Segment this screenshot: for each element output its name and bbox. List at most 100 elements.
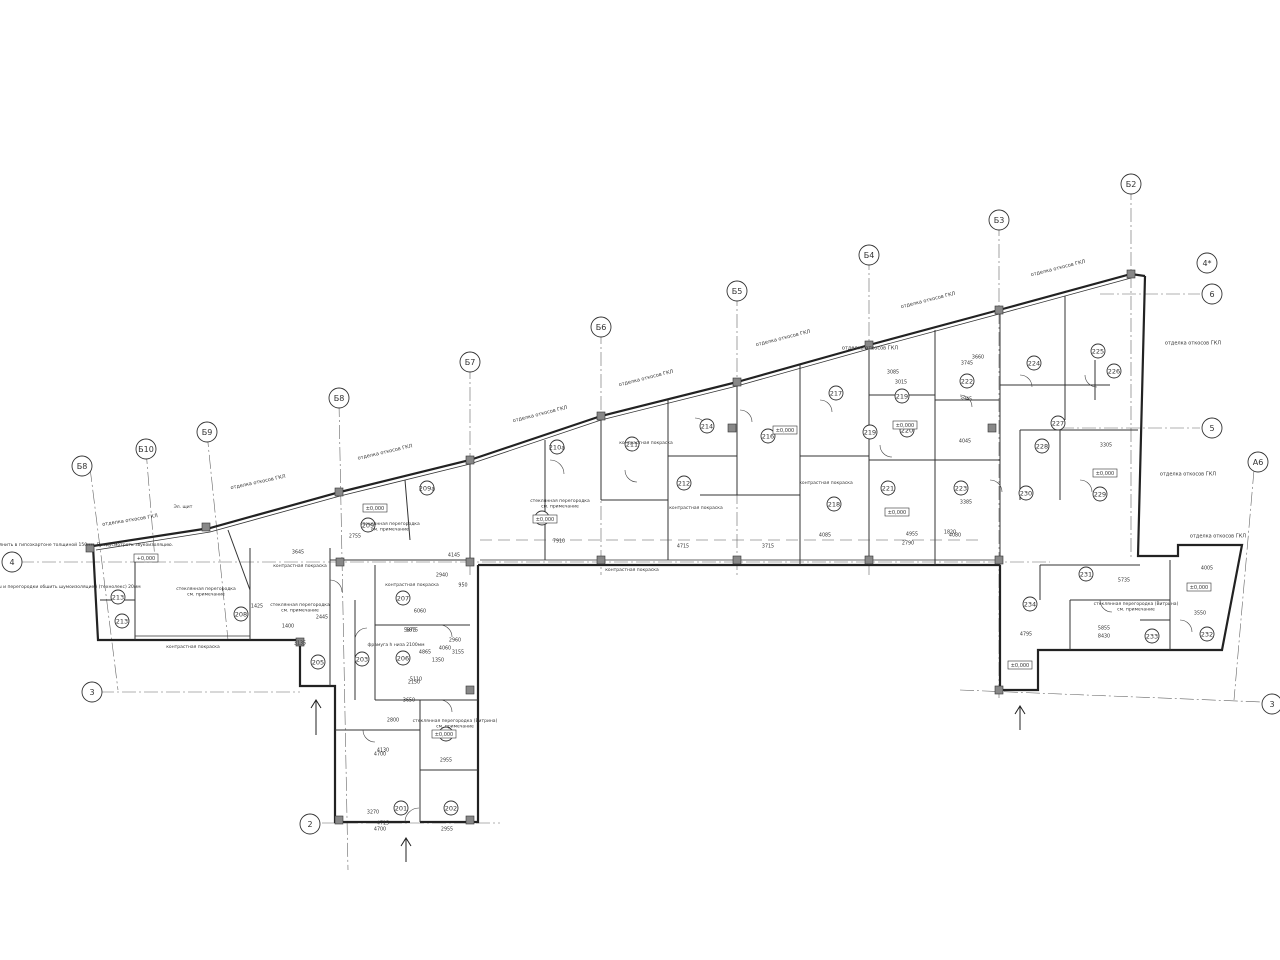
finish-note: отделка откосов ГКЛ [842, 346, 898, 352]
room-number: 214 [701, 423, 713, 431]
axis-line-b8 [338, 402, 349, 871]
finish-note: отделка откосов ГКЛ [618, 369, 674, 388]
room-marker: 203 [354, 651, 370, 667]
axis-marker: Б10 [135, 438, 157, 460]
room-number: 234 [1024, 601, 1036, 609]
dimension-value: 4715 [377, 821, 389, 827]
annotation-text: контрастная покраска [619, 441, 673, 446]
room-marker: 226 [1106, 363, 1122, 379]
axis-bubble-circle [459, 351, 481, 373]
dimension-value: 4795 [1020, 632, 1032, 638]
room-number: 228 [1036, 443, 1048, 451]
column [465, 557, 475, 567]
room-bubble-circle [393, 800, 409, 816]
dimension-value: 2960 [449, 638, 461, 644]
room-number: 207 [397, 595, 409, 603]
axis-label: Б3 [994, 216, 1005, 225]
column [201, 522, 211, 532]
column [85, 543, 95, 553]
column [596, 411, 606, 421]
axis-bubble-circle [1261, 693, 1280, 715]
annotation-line: контрастная покраска [166, 645, 220, 650]
column [335, 557, 345, 567]
dimension-value: 7910 [553, 539, 565, 545]
axis-bubble-circle [726, 280, 748, 302]
axis-bubble-circle [1120, 173, 1142, 195]
room-marker: 224 [1026, 355, 1042, 371]
level-mark: ±0,000 [1007, 660, 1033, 670]
axis-line-b10 [145, 449, 156, 561]
room-marker: 209 [360, 517, 376, 533]
annotation-line: Эл. щит [174, 504, 193, 510]
room-number: 208 [235, 611, 247, 619]
axis-label: Б8 [77, 462, 88, 471]
annotation-line: контрастная покраска [669, 506, 723, 511]
axis-marker: Б2 [1120, 173, 1142, 195]
level-box [1186, 582, 1212, 592]
axis-label: Б7 [465, 358, 476, 367]
dimension-value: 5735 [1118, 578, 1130, 584]
room-marker: 231 [1078, 566, 1094, 582]
dimension-value: 4700 [374, 827, 386, 833]
dimension-value: 3135 [294, 641, 306, 647]
column [994, 555, 1004, 565]
annotation-line: стеклянная перегородка [176, 587, 236, 592]
room-number: 216 [762, 433, 774, 441]
room-bubble-circle [395, 590, 411, 606]
axis-marker: 4 [1, 551, 23, 573]
dimension-value: 1400 [282, 624, 294, 630]
room-marker: 225 [1090, 343, 1106, 359]
axis-bubble-circle [196, 421, 218, 443]
annotation-line: контрастная покраска [273, 564, 327, 569]
column [864, 555, 874, 565]
room-number: 218 [828, 501, 840, 509]
annotation-line: фрамуга h низа 2100мм [367, 642, 424, 648]
dimension-value: 5855 [1098, 626, 1110, 632]
axis-bubble-circle [858, 244, 880, 266]
level-box [892, 420, 918, 430]
axis-bubble-circle [299, 813, 321, 835]
axis-line-a6 [1233, 469, 1255, 701]
axis-marker: Б4 [858, 244, 880, 266]
axis-label: 4* [1202, 259, 1211, 268]
axis-bubble-circle [1247, 451, 1269, 473]
axis-bubble-circle [1196, 252, 1218, 274]
dimension-value: 3715 [762, 544, 774, 550]
dimension-value: 4715 [677, 544, 689, 550]
room-marker: 222 [959, 373, 975, 389]
finish-notes: отделка откосов ГКЛ отделка откосов ГКЛ от… [102, 259, 1246, 540]
room-marker: 209а [419, 480, 435, 496]
annotation-line: контрастная покраска [605, 568, 659, 573]
axis-label: 4 [9, 558, 14, 567]
axis-bubble-circle [71, 455, 93, 477]
annotation-text: Перегородку выполнить в гипсокартоне тол… [0, 541, 173, 548]
annotation-text: контрастная покраска [273, 564, 327, 569]
room-bubble-circle [826, 496, 842, 512]
finish-note: отделка откосов ГКЛ [1160, 472, 1216, 478]
axis-bubble-circle [135, 438, 157, 460]
dimension-value: 3650 [403, 698, 415, 704]
entrance-arrows [310, 699, 1026, 862]
axis-marker: 6 [1201, 283, 1223, 305]
axis-marker: 3 [81, 681, 103, 703]
room-number: 211 [626, 441, 638, 449]
dimension-value: 1350 [432, 658, 444, 664]
dimension-value: 6060 [414, 609, 426, 615]
axis-bubble-circle [590, 316, 612, 338]
level-mark: ±0,000 [1092, 468, 1118, 478]
level-value: ±0,000 [888, 510, 907, 516]
room-bubble-circle [549, 439, 565, 455]
column [1126, 269, 1136, 279]
room-marker: 201 [393, 800, 409, 816]
finish-note: отделка откосов ГКЛ [357, 443, 413, 462]
axis-line-b8-left [89, 467, 119, 691]
axis-marker: Б6 [590, 316, 612, 338]
annotation-line: см. примечание [281, 609, 319, 614]
dimension-value: 3660 [972, 355, 984, 361]
room-bubble-circle [1078, 566, 1094, 582]
room-bubble-circle [1026, 355, 1042, 371]
